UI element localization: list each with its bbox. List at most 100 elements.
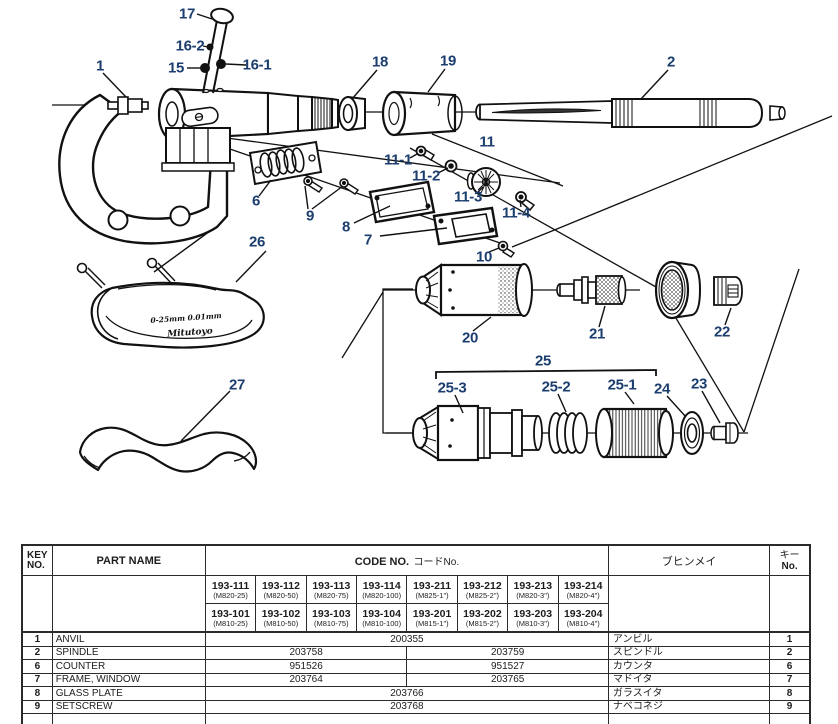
key-cell [22, 714, 52, 724]
part-label-15: 15 [168, 60, 184, 77]
col-header-buhinmei: ブヒンメイ [608, 545, 769, 576]
screws-9 [304, 177, 358, 194]
knurled-cap-25-1 [596, 409, 673, 457]
window-frame-8 [370, 182, 434, 222]
code-col: 193-211(M825-1") [407, 576, 457, 604]
part-label-2: 2 [667, 54, 675, 71]
part-label-7: 7 [364, 232, 372, 249]
part-label-20: 20 [462, 330, 478, 347]
part-label-23: 23 [691, 376, 707, 393]
part-19-inner-sleeve [383, 92, 462, 135]
part-label-19: 19 [440, 53, 456, 70]
jp-name-cell: マドイタ [608, 673, 769, 687]
code-value-cell: 203759 [407, 646, 609, 660]
model-number: (M815-1") [407, 620, 456, 628]
code-col: 193-114(M820-100) [357, 576, 407, 604]
part-label-16-2: 16-2 [176, 38, 205, 55]
model-number: (M810-75) [307, 620, 356, 628]
model-number: (M810-25) [206, 620, 255, 628]
part-label-26: 26 [249, 234, 265, 251]
part-label-9: 9 [306, 208, 314, 225]
part-label-11-4: 11-4 [502, 205, 530, 222]
jp-name-cell: ナベコネジ [608, 700, 769, 714]
key-cell: 7 [22, 673, 52, 687]
code-col: 193-103(M810-75) [306, 604, 356, 633]
part-name-cell: SETSCREW [52, 700, 205, 714]
code-value-cell: 200355 [205, 632, 608, 646]
key-cell: 6 [22, 660, 52, 674]
part-label-21: 21 [589, 326, 605, 343]
col-header-part-name: PART NAME [52, 545, 205, 576]
code-col: 193-201(M815-1") [407, 604, 457, 633]
jp-name-cell [608, 714, 769, 724]
part-label-16-1: 16-1 [243, 57, 272, 74]
code-col: 193-202(M815-2") [457, 604, 507, 633]
code-col: 193-214(M820-4") [558, 576, 608, 604]
part-label-25-2: 25-2 [542, 379, 571, 396]
diagram-canvas [0, 0, 838, 540]
washer-24 [681, 412, 703, 454]
model-number: (M815-2") [458, 620, 507, 628]
part-name-cell: ANVIL [52, 632, 205, 646]
spindle-screw-21 [557, 276, 626, 304]
ratchet-body-25-3 [413, 406, 542, 460]
table-row-counter: 6 COUNTER 951526 951527 カウンタ 6 [22, 660, 810, 674]
jp-name-cell: ガラスイタ [608, 687, 769, 701]
screw-11-1 [417, 147, 435, 161]
code-col: 193-111(M820-25) [205, 576, 255, 604]
table-row-anvil: 1 ANVIL 200355 アンビル 1 [22, 632, 810, 646]
key-right-cell: 7 [770, 673, 810, 687]
code-col: 193-203(M810-3") [508, 604, 558, 633]
code-col: 193-212(M825-2") [457, 576, 507, 604]
parts-table-container: KEY NO. PART NAME CODE NO. コードNo. ブヒンメイ … [21, 544, 811, 724]
part-label-27: 27 [229, 377, 245, 394]
col-header-key-no: KEY NO. [22, 545, 52, 576]
jp-name-cell: アンビル [608, 632, 769, 646]
part-label-18: 18 [372, 54, 388, 71]
code-no-en: CODE NO. [355, 556, 409, 568]
col-header-code-no: CODE NO. コードNo. [205, 545, 608, 576]
spring-25-2 [549, 413, 587, 453]
jp-name-cell: スピンドル [608, 646, 769, 660]
table-row-glass-plate: 8 GLASS PLATE 203766 ガラスイタ 8 [22, 687, 810, 701]
code-value-cell: 951526 [205, 660, 407, 674]
code-col: 193-112(M820-50) [256, 576, 306, 604]
part-name-cell: COUNTER [52, 660, 205, 674]
model-number: (M810-4") [559, 620, 608, 628]
col-header-key-right: キー No. [770, 545, 810, 576]
part-label-17: 17 [179, 6, 195, 23]
part-label-24: 24 [654, 381, 670, 398]
model-number: (M820-75) [307, 592, 356, 600]
part-label-11-1: 11-1 [384, 152, 412, 169]
key-right-blank-cell [770, 576, 810, 633]
model-number: (M820-25) [206, 592, 255, 600]
part-label-6: 6 [252, 193, 260, 210]
model-number: (M820-50) [256, 592, 305, 600]
model-number: (M810-50) [256, 620, 305, 628]
key-right-cell: 8 [770, 687, 810, 701]
key-right-cell: 9 [770, 700, 810, 714]
part-label-25-3: 25-3 [438, 380, 467, 397]
part-2-spindle [476, 99, 785, 127]
parts-table: KEY NO. PART NAME CODE NO. コードNo. ブヒンメイ … [21, 544, 811, 724]
model-number: (M810-100) [357, 620, 406, 628]
key-cell: 8 [22, 687, 52, 701]
table-header-row: KEY NO. PART NAME CODE NO. コードNo. ブヒンメイ … [22, 545, 810, 576]
lock-lever-pin [201, 7, 235, 93]
model-number: (M820-3") [508, 592, 557, 600]
key-cell: 2 [22, 646, 52, 660]
screw-10 [499, 242, 515, 258]
collar-11-2 [446, 161, 457, 172]
part-label-25-1: 25-1 [608, 377, 637, 394]
jp-name-cell: カウンタ [608, 660, 769, 674]
code-value-cell: 203765 [407, 673, 609, 687]
part-name-cell: GLASS PLATE [52, 687, 205, 701]
key-right-cell: 2 [770, 646, 810, 660]
screw-15-dot [201, 64, 210, 73]
code-value-cell: 951527 [407, 660, 609, 674]
table-row-partial [22, 714, 810, 724]
table-row-spindle: 2 SPINDLE 203758 203759 スピンドル 2 [22, 646, 810, 660]
part-label-22: 22 [714, 324, 730, 341]
ratchet-cap-22 [656, 262, 742, 318]
